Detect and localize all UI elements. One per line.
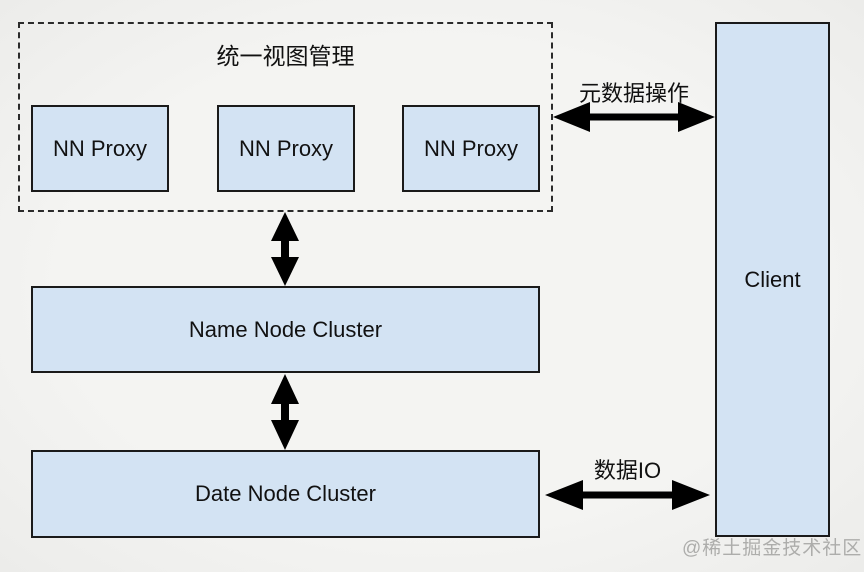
unified-view-group-title: 统一视图管理 bbox=[216, 43, 355, 69]
nn-proxy-label: NN Proxy bbox=[52, 135, 148, 161]
name-node-cluster-label: Name Node Cluster bbox=[188, 316, 383, 342]
client-label: Client bbox=[744, 266, 801, 292]
client-box: Client bbox=[715, 22, 830, 537]
nn-proxy-box-2: NN Proxy bbox=[217, 105, 355, 192]
date-node-cluster-label: Date Node Cluster bbox=[195, 481, 376, 506]
vertical-double-arrow-icon bbox=[271, 374, 299, 450]
metadata-ops-arrow-label: 元数据操作 bbox=[578, 81, 689, 106]
nn-proxy-label: NN Proxy bbox=[238, 135, 334, 161]
nn-proxy-box-3: NN Proxy bbox=[402, 105, 540, 192]
nn-proxy-box-1: NN Proxy bbox=[31, 105, 169, 192]
horizontal-double-arrow-icon bbox=[545, 480, 710, 510]
data-io-arrow-label: 数据IO bbox=[593, 458, 662, 483]
vertical-double-arrow-icon bbox=[271, 212, 299, 286]
watermark-text: @稀土掘金技术社区 bbox=[682, 538, 863, 559]
name-node-cluster-box: Name Node Cluster bbox=[31, 286, 540, 373]
date-node-cluster-box: Date Node Cluster bbox=[31, 450, 540, 538]
nn-proxy-label: NN Proxy bbox=[423, 135, 519, 161]
unified-view-group-frame bbox=[18, 22, 553, 212]
horizontal-double-arrow-icon bbox=[553, 102, 715, 132]
